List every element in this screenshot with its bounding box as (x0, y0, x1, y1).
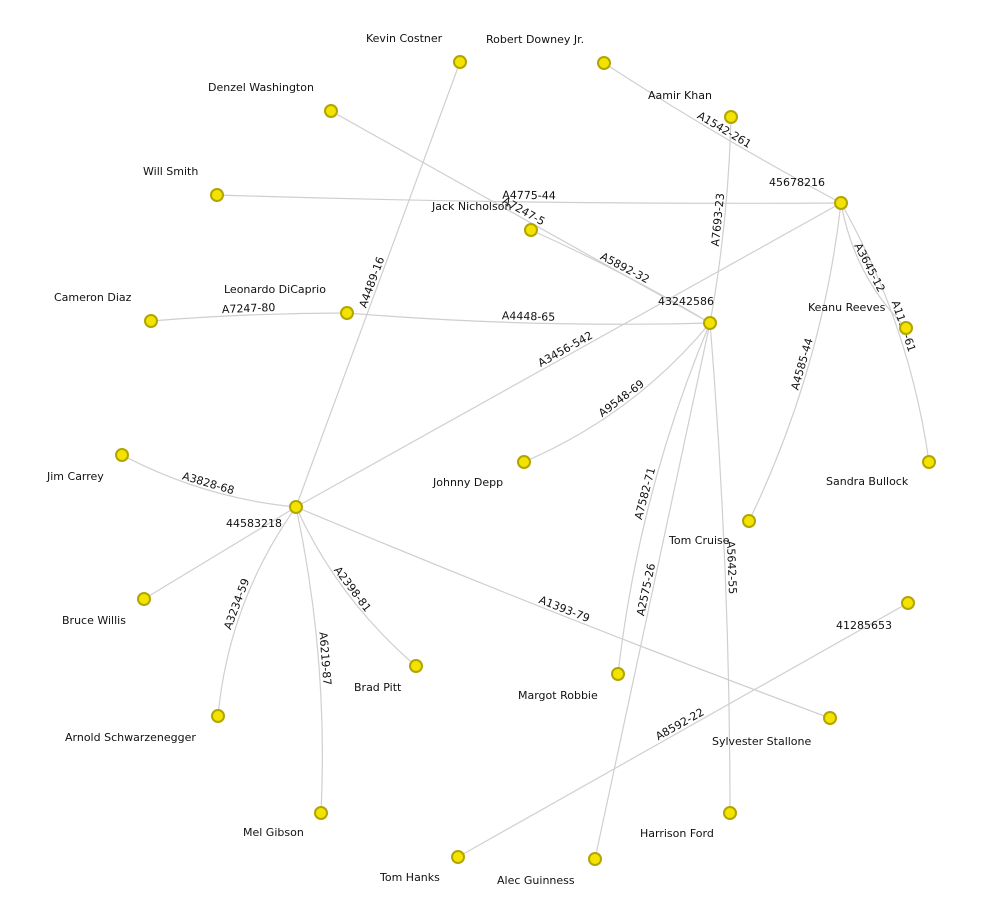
edge-label-kr-h2: A3645-12 (851, 241, 887, 294)
node-bw[interactable] (137, 592, 151, 606)
node-label-ldc: Leonardo DiCaprio (224, 283, 326, 296)
node-label-ak: Aamir Khan (648, 89, 712, 102)
node-label-kc: Kevin Costner (366, 32, 443, 45)
edge-label-hf-h1: A5642-55 (724, 541, 739, 595)
node-h2[interactable] (834, 196, 848, 210)
node-cd[interactable] (144, 314, 158, 328)
edge-label-h3-h2: A3456-542 (536, 329, 595, 370)
node-label-mr: Margot Robbie (518, 689, 598, 702)
node-ws[interactable] (210, 188, 224, 202)
edge-label-bp-h3: A2398-81 (331, 564, 374, 615)
edge-ag-h1 (594, 322, 711, 860)
edge-ak-h1 (709, 116, 732, 324)
node-label-tc: Tom Cruise (668, 534, 730, 547)
edge-jd-h1 (523, 322, 711, 463)
node-label-as: Arnold Schwarzenegger (65, 731, 196, 744)
node-sb[interactable] (922, 455, 936, 469)
edge-dw-h1 (330, 110, 711, 324)
node-label-rdj: Robert Downey Jr. (486, 33, 584, 46)
edge-label-jc-h3: A3828-68 (181, 470, 236, 498)
edge-layer (121, 61, 930, 860)
edge-bw-h3 (143, 506, 297, 600)
node-h4[interactable] (901, 596, 915, 610)
edge-label-ldc-h1: A4448-65 (502, 309, 556, 323)
edge-kc-h3 (295, 61, 461, 508)
node-jd[interactable] (517, 455, 531, 469)
node-label-jc: Jim Carrey (46, 470, 104, 483)
node-label-layer: 43242586 45678216 44583218 41285653 Kevin Co… (46, 32, 909, 887)
node-ak[interactable] (724, 110, 738, 124)
edge-label-mg-h3: A6219-87 (316, 631, 333, 685)
edge-h3-h2 (295, 202, 842, 508)
node-ss[interactable] (823, 711, 837, 725)
edge-jn-h1 (530, 229, 711, 324)
edge-cd-ldc (150, 312, 348, 322)
edge-mr-h1 (617, 322, 711, 675)
edge-label-jn-h1: A5892-32 (598, 250, 651, 286)
node-bp[interactable] (409, 659, 423, 673)
edge-label-ag-h1: A2575-26 (634, 562, 658, 617)
edge-label-th-h4: A8592-22 (653, 706, 706, 744)
node-as[interactable] (211, 709, 225, 723)
edge-label-mr-h1: A7582-71 (632, 466, 658, 521)
node-mg[interactable] (314, 806, 328, 820)
node-label-ws: Will Smith (143, 165, 198, 178)
node-label-cd: Cameron Diaz (54, 291, 132, 304)
node-label-hf: Harrison Ford (640, 827, 714, 840)
node-layer (115, 55, 936, 866)
edge-label-cd-ldc: A7247-80 (222, 301, 276, 316)
node-h3[interactable] (289, 500, 303, 514)
edge-kr-h2 (840, 202, 907, 329)
edge-label-layer: A1542-261A7693-23A4775-44A7247-5A5892-32… (181, 109, 918, 743)
node-kr[interactable] (899, 321, 913, 335)
node-mr[interactable] (611, 667, 625, 681)
edge-bp-h3 (295, 506, 417, 667)
edge-sb-h2 (840, 202, 930, 463)
node-label-bw: Bruce Willis (62, 614, 126, 627)
edge-ss-h3 (295, 506, 831, 719)
edge-mg-h3 (295, 506, 323, 814)
edge-ws-h2 (216, 194, 842, 204)
node-label-h1: 43242586 (658, 295, 714, 308)
node-label-bp: Brad Pitt (354, 681, 402, 694)
node-h1[interactable] (703, 316, 717, 330)
node-label-kr: Keanu Reeves (808, 301, 886, 314)
node-label-dw: Denzel Washington (208, 81, 314, 94)
edge-jc-h3 (121, 454, 297, 508)
edge-label-jd-h1: A9548-69 (596, 377, 647, 419)
edge-label-ak-h1: A7693-23 (709, 192, 727, 247)
node-jn[interactable] (524, 223, 538, 237)
edge-th-h4 (457, 602, 909, 858)
edge-hf-h1 (709, 322, 731, 814)
node-label-th: Tom Hanks (379, 871, 440, 884)
node-label-h4: 41285653 (836, 619, 892, 632)
edge-rdj-h2 (603, 62, 842, 204)
node-tc[interactable] (742, 514, 756, 528)
node-rdj[interactable] (597, 56, 611, 70)
edge-tc-h2 (748, 202, 842, 522)
node-th[interactable] (451, 850, 465, 864)
node-kc[interactable] (453, 55, 467, 69)
node-ldc[interactable] (340, 306, 354, 320)
node-ag[interactable] (588, 852, 602, 866)
node-label-ss: Sylvester Stallone (712, 735, 812, 748)
edge-label-tc-h2: A4585-44 (788, 337, 815, 392)
node-label-h2: 45678216 (769, 176, 825, 189)
node-label-h3: 44583218 (226, 517, 282, 530)
edge-as-h3 (217, 506, 297, 717)
edge-label-ws-h2: A4775-44 (502, 189, 556, 203)
node-label-sb: Sandra Bullock (826, 475, 909, 488)
node-jc[interactable] (115, 448, 129, 462)
node-label-mg: Mel Gibson (243, 826, 304, 839)
node-label-ag: Alec Guinness (497, 874, 575, 887)
node-dw[interactable] (324, 104, 338, 118)
node-label-jd: Johnny Depp (432, 476, 503, 489)
edge-ldc-h1 (346, 312, 711, 325)
node-label-jn: Jack Nicholson (431, 200, 511, 213)
node-hf[interactable] (723, 806, 737, 820)
